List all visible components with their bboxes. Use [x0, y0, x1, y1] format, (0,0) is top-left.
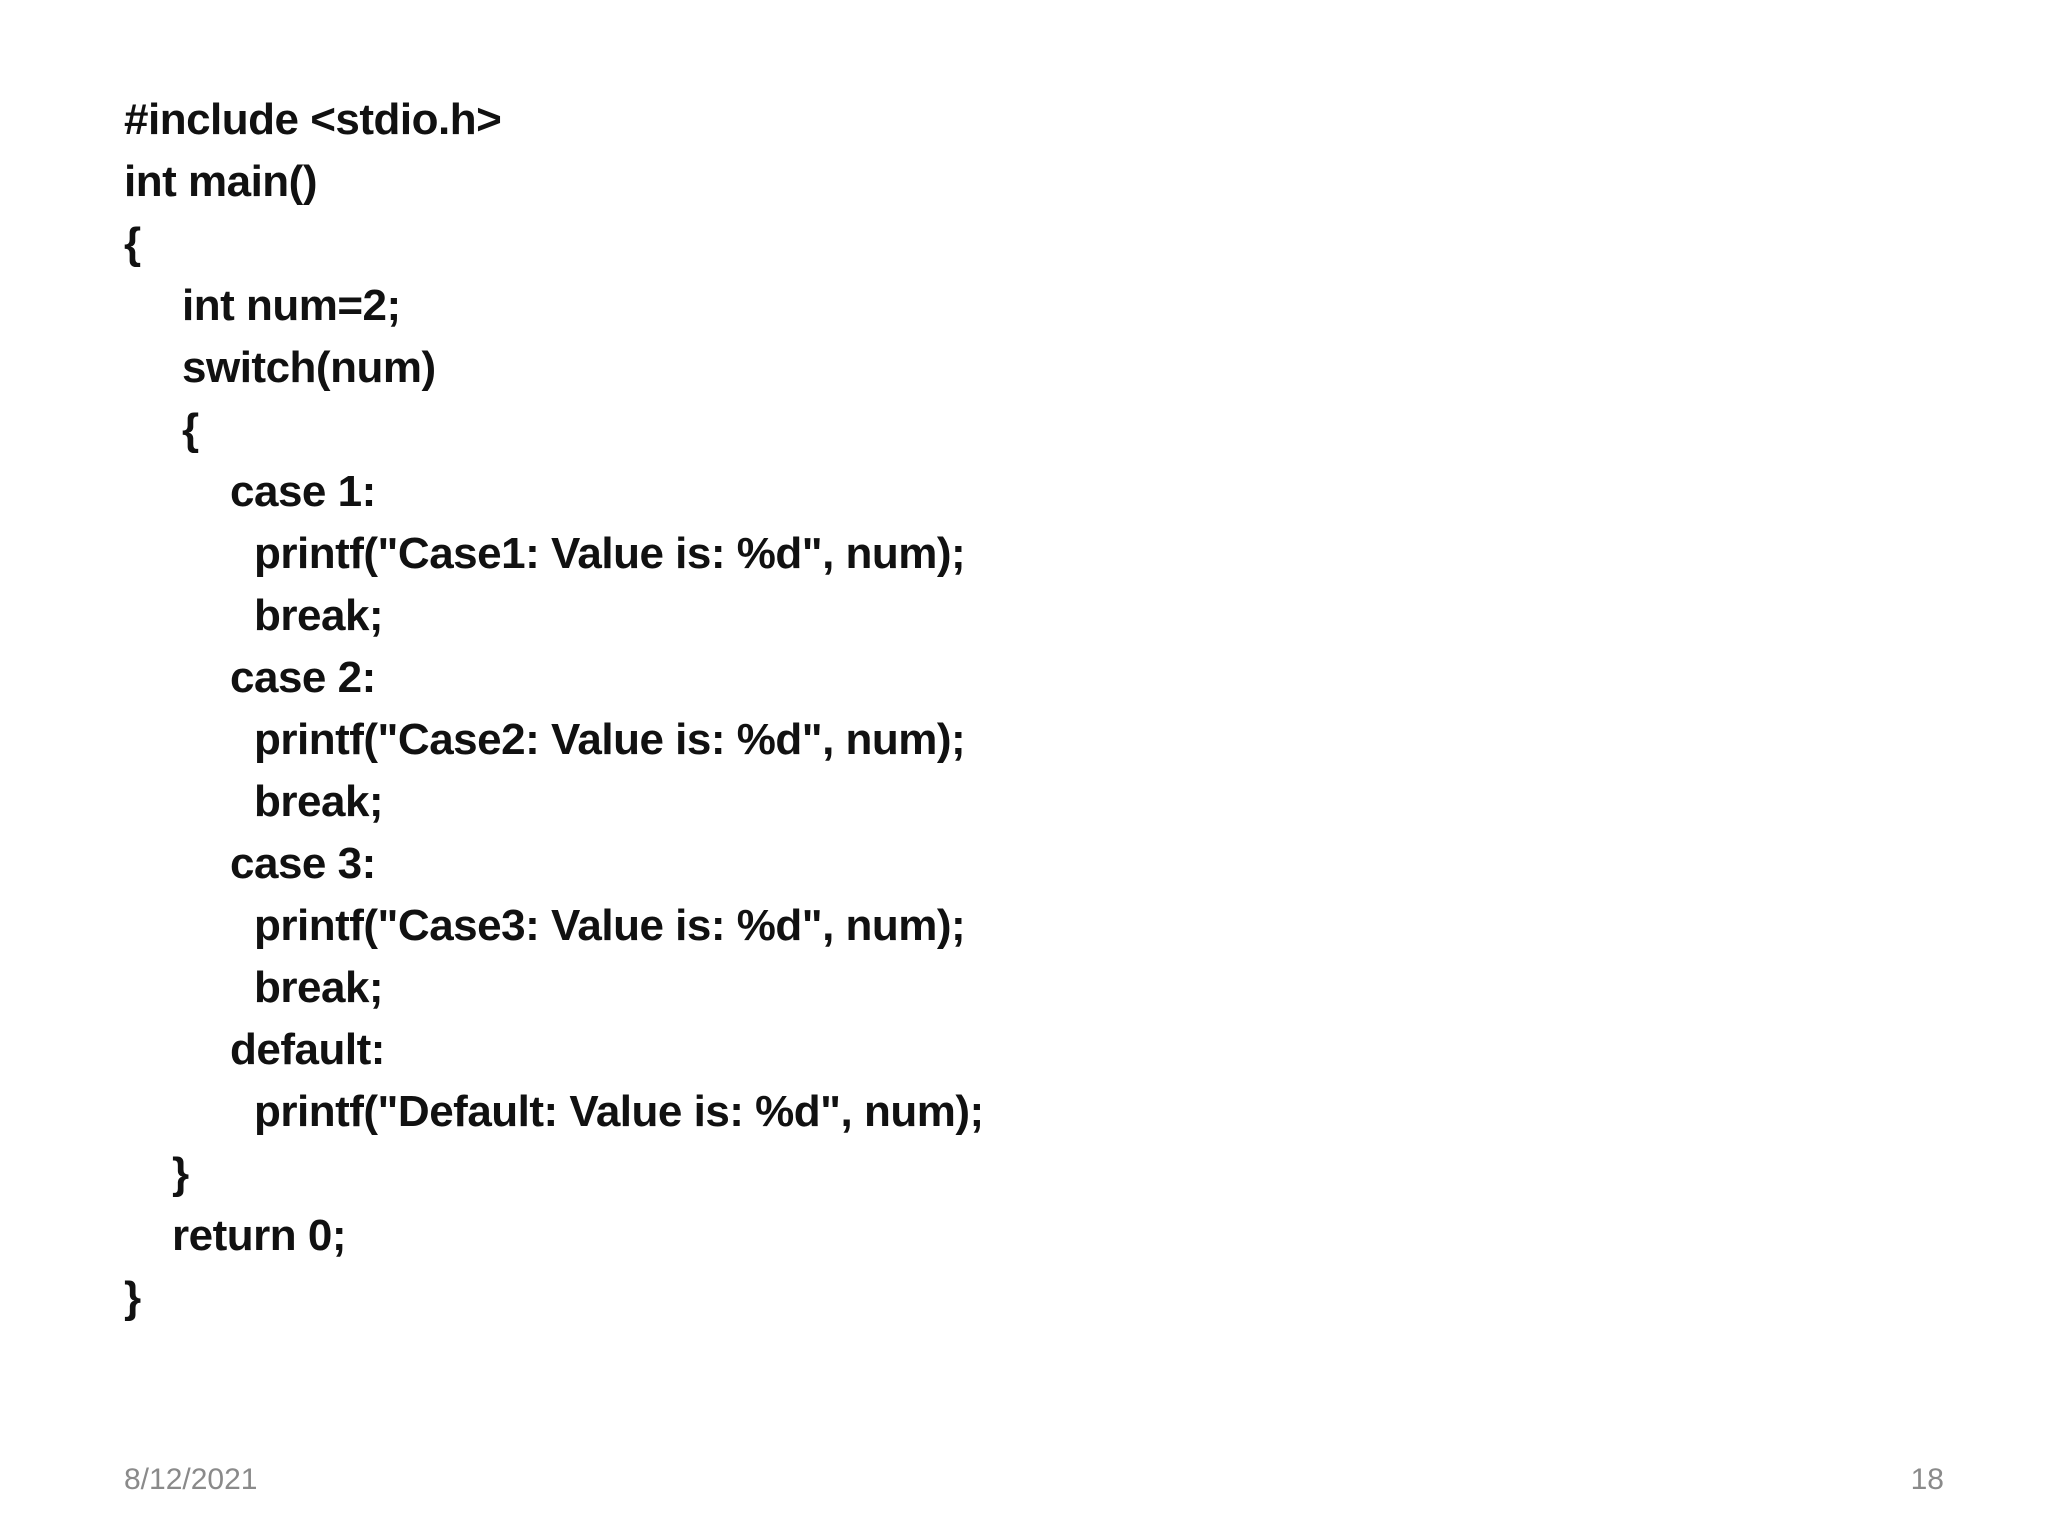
code-line: break; [254, 963, 384, 1012]
code-line: } [124, 1273, 141, 1322]
code-line: printf("Case1: Value is: %d", num); [254, 529, 966, 578]
code-line: int num=2; [182, 281, 401, 330]
code-line: printf("Default: Value is: %d", num); [254, 1087, 984, 1136]
code-line: printf("Case2: Value is: %d", num); [254, 715, 966, 764]
code-line: case 3: [230, 839, 376, 888]
code-line: int main() [124, 157, 317, 206]
code-line: switch(num) [182, 343, 436, 392]
code-line: #include <stdio.h> [124, 95, 502, 144]
code-line: { [182, 405, 199, 454]
code-line: default: [230, 1025, 385, 1074]
code-line: break; [254, 777, 384, 826]
code-line: { [124, 219, 141, 268]
code-line: return 0; [172, 1211, 346, 1260]
code-line: case 2: [230, 653, 376, 702]
code-line: printf("Case3: Value is: %d", num); [254, 901, 966, 950]
code-line: break; [254, 591, 384, 640]
code-line: } [172, 1149, 189, 1198]
footer-page-number: 18 [1910, 1463, 1944, 1496]
code-line: case 1: [230, 467, 376, 516]
footer-date: 8/12/2021 [124, 1463, 258, 1496]
